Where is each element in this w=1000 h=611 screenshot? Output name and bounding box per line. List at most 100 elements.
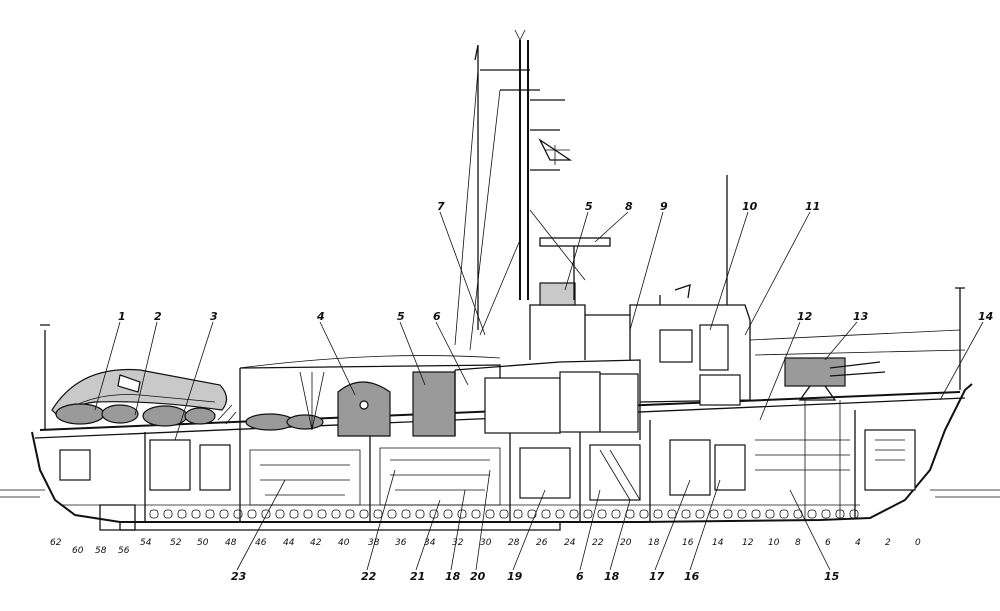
frame-number: 54 [140, 538, 152, 548]
tank-opening [499, 509, 509, 519]
tank-opening [415, 509, 425, 519]
callout-4: 4 [316, 310, 325, 323]
tank-opening [597, 509, 607, 519]
frame-number: 30 [480, 538, 492, 548]
callout-8: 8 [625, 200, 633, 213]
tank-opening [163, 509, 173, 519]
frame-number: 24 [564, 538, 576, 548]
frame-number: 50 [197, 538, 209, 548]
callout-10: 10 [742, 200, 758, 213]
mast [454, 29, 611, 351]
leader-lines [94, 211, 984, 571]
tank-opening [541, 509, 551, 519]
frame-number: 42 [310, 538, 322, 548]
bow-mast [749, 287, 966, 390]
tank-opening [345, 509, 355, 519]
callout-13: 13 [853, 310, 869, 323]
callout-18b: 18 [604, 570, 620, 583]
double-bottom [60, 504, 860, 519]
tank-opening [569, 509, 579, 519]
tank-opening [177, 509, 187, 519]
tank-opening [751, 509, 761, 519]
frame-number: 36 [395, 538, 407, 548]
tank-opening [359, 509, 369, 519]
tank-opening [247, 509, 257, 519]
frame-number: 48 [225, 538, 237, 548]
callout-3: 3 [210, 310, 218, 323]
tank-opening [821, 509, 831, 519]
callout-6b: 6 [576, 570, 584, 583]
frame-number: 26 [536, 538, 548, 548]
frame-number: 4 [855, 538, 861, 548]
frame-number: 0 [915, 538, 921, 548]
tank-opening [471, 509, 481, 519]
tank-opening [401, 509, 411, 519]
frame-number: 52 [170, 538, 182, 548]
superstructure [454, 175, 751, 440]
tank-opening [709, 509, 719, 519]
callout-21: 21 [410, 570, 425, 583]
tank-opening [373, 509, 383, 519]
tank-opening [807, 509, 817, 519]
frame-number: 38 [368, 538, 380, 548]
tank-circles [149, 509, 859, 519]
bulkheads [144, 410, 856, 522]
tank-opening [653, 509, 663, 519]
callout-20: 20 [470, 570, 486, 583]
callout-22: 22 [361, 570, 377, 583]
tank-opening [289, 509, 299, 519]
tank-opening [667, 509, 677, 519]
tank-opening [695, 509, 705, 519]
tank-opening [611, 509, 621, 519]
frame-number: 58 [95, 546, 107, 556]
frame-number: 10 [768, 538, 780, 548]
tank-opening [583, 509, 593, 519]
frame-number: 60 [72, 546, 84, 556]
frame-number: 34 [424, 538, 436, 548]
callout-9: 9 [660, 200, 668, 213]
callout-17: 17 [649, 570, 665, 583]
tank-opening [639, 509, 649, 519]
frame-number: 16 [682, 538, 694, 548]
tank-opening [555, 509, 565, 519]
callout-15: 15 [824, 570, 840, 583]
tank-opening [723, 509, 733, 519]
callout-7: 7 [437, 200, 445, 213]
tank-opening [849, 509, 859, 519]
tank-opening [261, 509, 271, 519]
callout-5a: 5 [397, 310, 405, 323]
tank-opening [457, 509, 467, 519]
frame-number: 46 [255, 538, 267, 548]
tank-opening [513, 509, 523, 519]
deckhouse-aft [239, 355, 501, 437]
callout-2: 2 [154, 310, 162, 323]
frame-number: 8 [795, 538, 801, 548]
frame-number: 44 [283, 538, 295, 548]
tank-opening [387, 509, 397, 519]
callout-1: 1 [118, 310, 126, 323]
frame-number: 28 [508, 538, 520, 548]
callout-6a: 6 [433, 310, 441, 323]
tank-opening [737, 509, 747, 519]
frame-number: 62 [50, 538, 62, 548]
callout-labels: 1 2 3 4 5 6 7 5 8 9 10 11 12 13 14 23 22… [118, 200, 993, 583]
tank-opening [149, 509, 159, 519]
tank-opening [779, 509, 789, 519]
tank-opening [303, 509, 313, 519]
callout-16: 16 [684, 570, 700, 583]
frame-number: 22 [592, 538, 604, 548]
frame-number: 20 [620, 538, 632, 548]
tank-opening [443, 509, 453, 519]
tank-opening [527, 509, 537, 519]
tank-opening [191, 509, 201, 519]
callout-19: 19 [507, 570, 523, 583]
tank-opening [317, 509, 327, 519]
frame-number: 2 [885, 538, 891, 548]
frame-number: 32 [452, 538, 464, 548]
callout-14: 14 [978, 310, 993, 323]
tank-opening [275, 509, 285, 519]
tank-opening [205, 509, 215, 519]
callout-12: 12 [797, 310, 813, 323]
